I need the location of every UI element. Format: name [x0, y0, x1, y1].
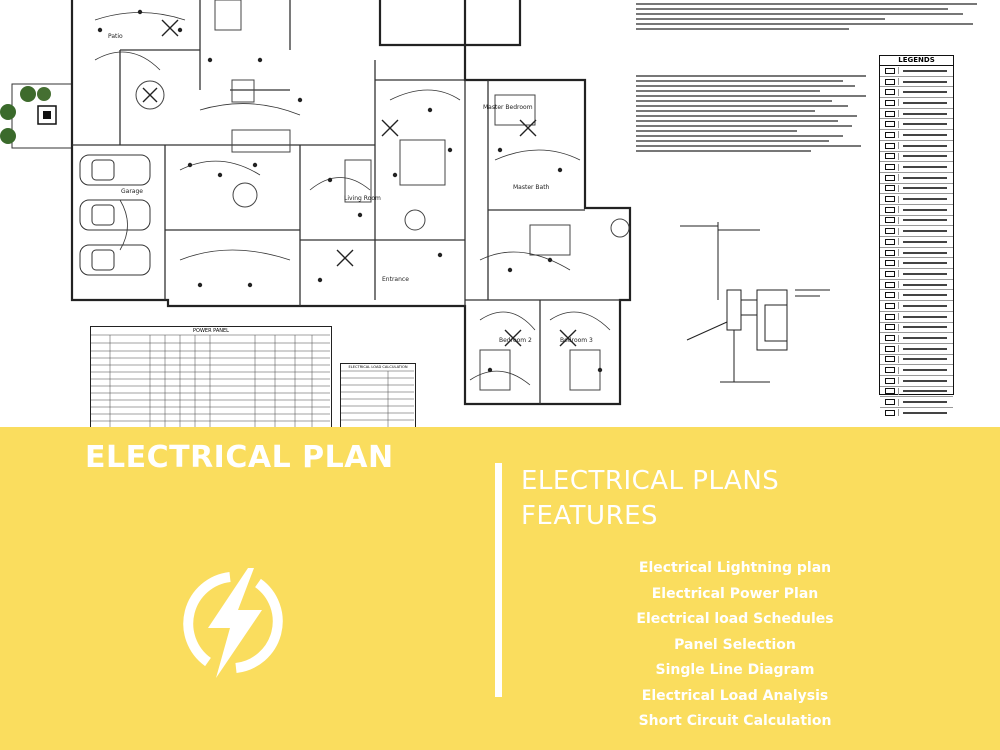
room-label-living: Living Room — [344, 195, 381, 202]
feature-item: Single Line Diagram — [655, 662, 815, 678]
features-heading-line1: ELECTRICAL PLANS — [521, 466, 780, 496]
room-label-bedroom3: Bedroom 3 — [560, 337, 593, 344]
features-list: Electrical Lightning plan Electrical Pow… — [620, 558, 850, 737]
room-label-bedroom2: Bedroom 2 — [499, 337, 532, 344]
power-panel-table: POWER PANEL — [90, 326, 332, 427]
floor-plan-svg — [0, 0, 830, 427]
room-label-entrance: Entrance — [382, 276, 409, 283]
panel-title: POWER PANEL — [193, 328, 229, 334]
room-label-master-bath: Master Bath — [513, 184, 550, 191]
electrical-plan-drawing: Patio Garage Living Room Master Bedroom … — [0, 0, 991, 427]
room-label-master-bedroom: Master Bedroom — [483, 104, 533, 111]
riser-diagram — [680, 222, 830, 383]
room-label-garage: Garage — [121, 188, 143, 195]
vertical-divider — [495, 463, 502, 697]
feature-item: Electrical load Schedules — [636, 611, 834, 627]
feature-item: Electrical Power Plan — [651, 585, 819, 602]
lightning-bolt-icon — [178, 560, 288, 685]
load-calculation-table: ELECTRICAL LOAD CALCULATION — [340, 363, 416, 427]
feature-item: Electrical Lightning plan — [638, 560, 832, 576]
room-label-patio: Patio — [108, 33, 123, 40]
general-notes — [636, 0, 991, 60]
feature-item: Short Circuit Calculation — [638, 713, 832, 729]
page-title: ELECTRICAL PLAN — [85, 440, 394, 475]
features-heading: ELECTRICAL PLANS FEATURES — [521, 464, 779, 534]
legend-table: LEGENDS — [879, 55, 954, 417]
feature-item: Electrical Load Analysis — [641, 687, 829, 704]
notes-column — [636, 5, 866, 152]
feature-item: Panel Selection — [674, 636, 796, 653]
features-heading-line2: FEATURES — [521, 501, 659, 531]
legend-title: LEGENDS — [880, 56, 953, 66]
load-table-title: ELECTRICAL LOAD CALCULATION — [348, 365, 408, 369]
landscape-block — [0, 83, 73, 149]
